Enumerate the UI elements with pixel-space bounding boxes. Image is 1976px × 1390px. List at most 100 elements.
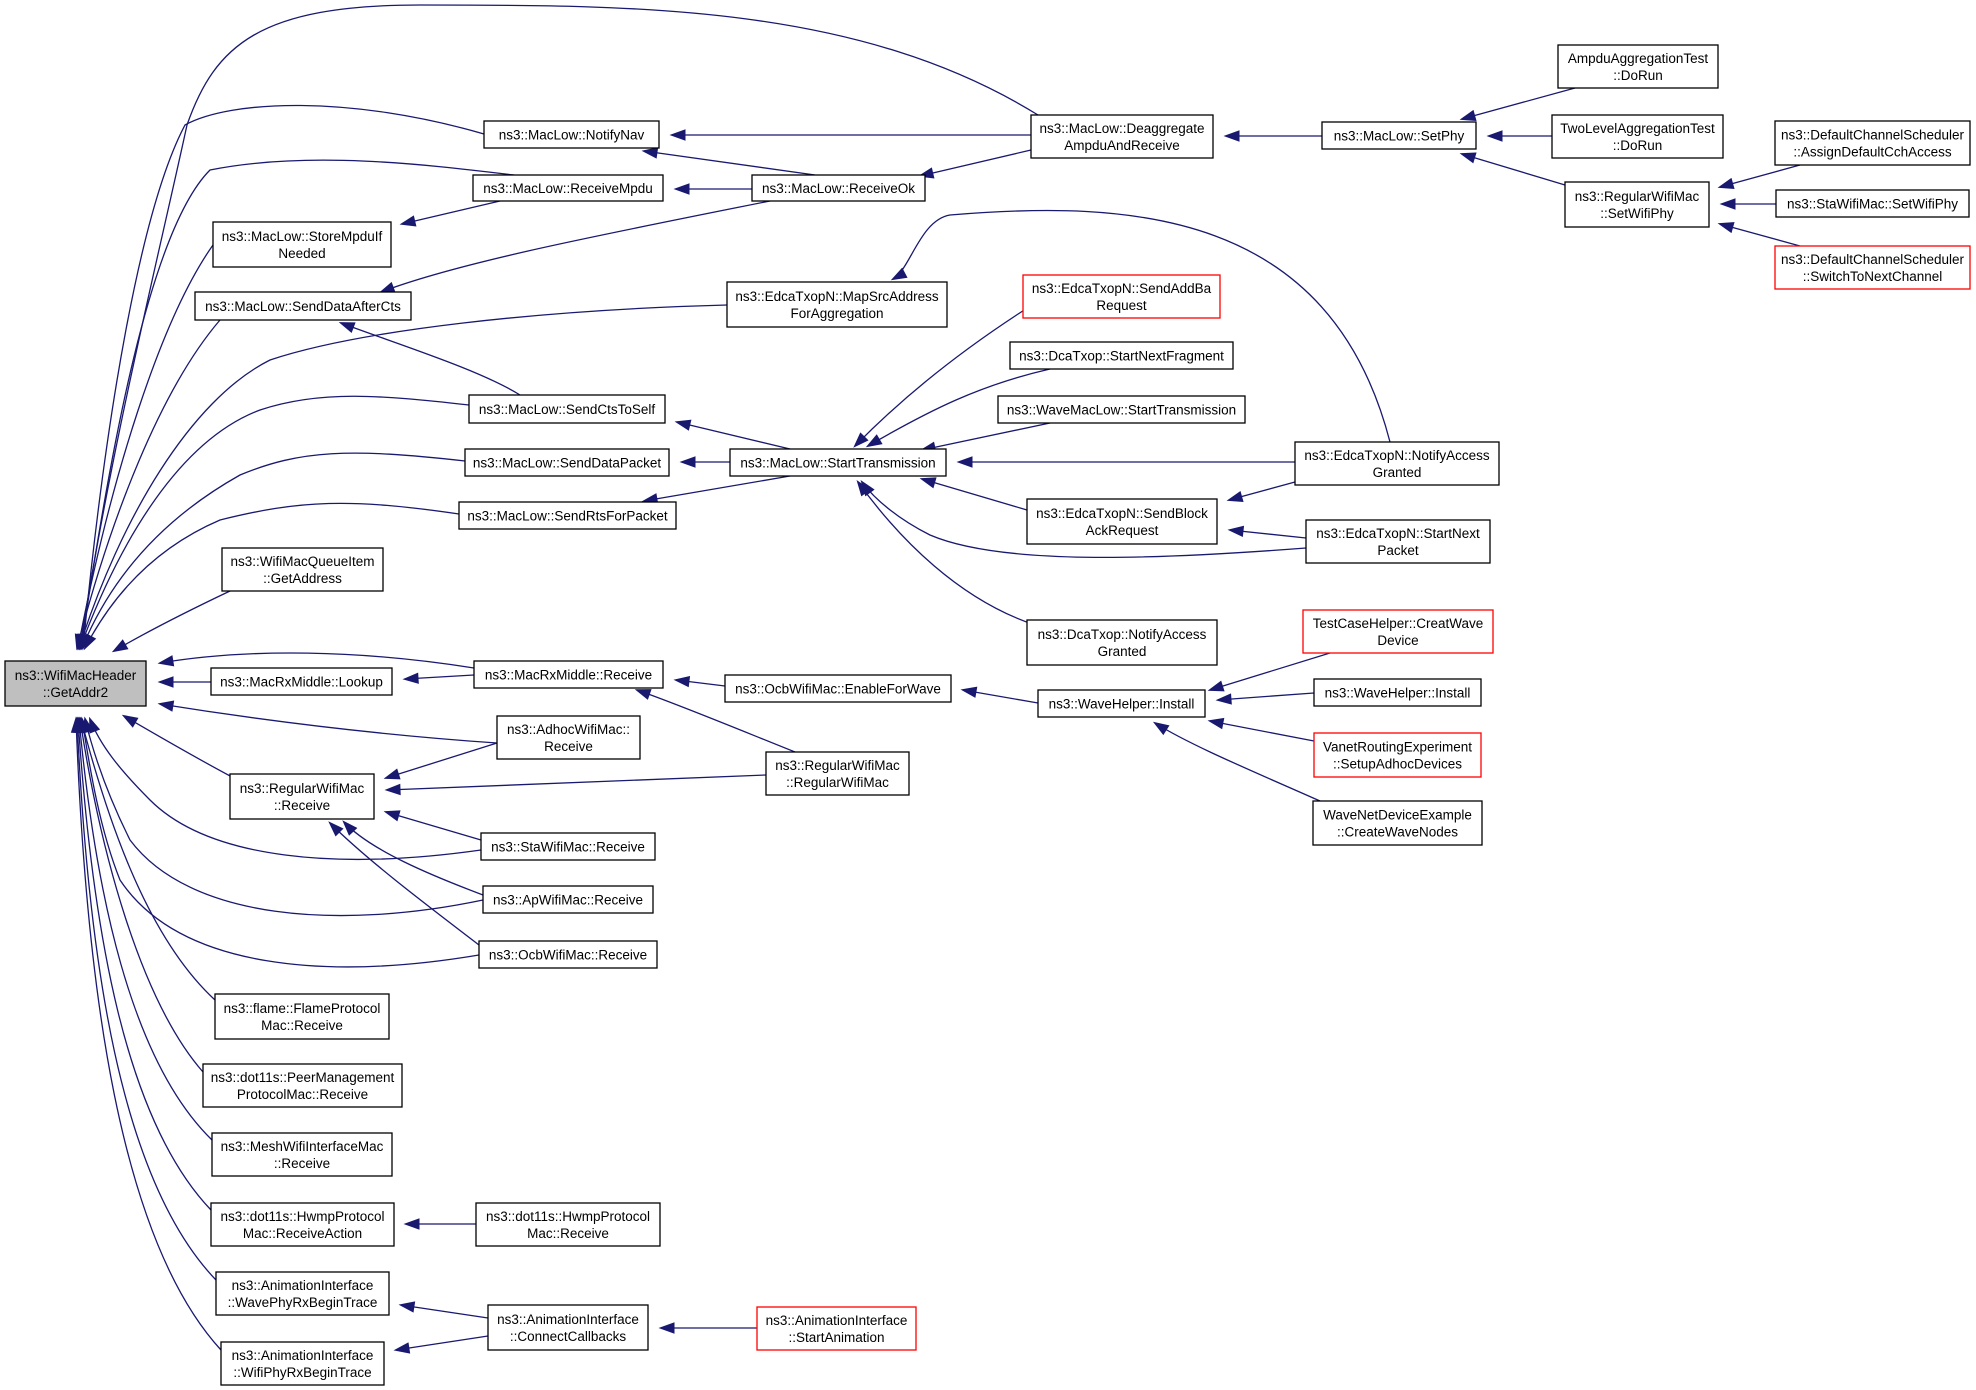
edge-line — [79, 4, 1039, 649]
edge-line — [82, 104, 485, 649]
node-label: Mac::ReceiveAction — [243, 1226, 362, 1241]
arrowhead-icon — [70, 716, 83, 733]
node-peermgmt[interactable]: ns3::dot11s::PeerManagementProtocolMac::… — [202, 1063, 403, 1108]
node-label: ns3::MacLow::SendRtsForPacket — [467, 509, 668, 524]
edge-wavephyrx-to-getaddr2 — [71, 716, 217, 1281]
node-receivempdu[interactable]: ns3::MacLow::ReceiveMpdu — [472, 174, 664, 202]
node-label: ns3::WifiMacQueueItem — [230, 554, 374, 569]
edge-dcsassign-to-regsetwifiphy — [1717, 164, 1801, 189]
edge-wavehelperinstall2-to-wavehelperinstall — [1215, 692, 1315, 705]
node-label: ns3::EdcaTxopN::SendAddBa — [1032, 281, 1212, 296]
node-box — [1302, 609, 1494, 654]
node-wavenetdevice[interactable]: WaveNetDeviceExample::CreateWaveNodes — [1312, 800, 1483, 846]
edge-testcasehelper-to-wavehelperinstall — [1207, 652, 1331, 692]
edge-receivempdu-to-storempdu — [399, 200, 501, 227]
arrowhead-icon — [1717, 177, 1735, 189]
node-box — [1037, 689, 1206, 718]
node-sendrts[interactable]: ns3::MacLow::SendRtsForPacket — [458, 501, 677, 530]
node-box — [1564, 181, 1710, 228]
node-dcastartnextfrag[interactable]: ns3::DcaTxop::StartNextFragment — [1009, 341, 1234, 370]
node-box — [4, 660, 147, 707]
node-senddataaftercts[interactable]: ns3::MacLow::SendDataAfterCts — [194, 291, 412, 321]
node-box — [483, 120, 660, 149]
node-regreceive[interactable]: ns3::RegularWifiMac::Receive — [229, 773, 375, 820]
node-box — [214, 993, 390, 1040]
node-adhocreceive[interactable]: ns3::AdhocWifiMac::Receive — [496, 715, 641, 760]
node-connectcallbacks[interactable]: ns3::AnimationInterface::ConnectCallback… — [487, 1304, 649, 1351]
edge-line — [80, 718, 216, 1001]
node-meshwifi[interactable]: ns3::MeshWifiInterfaceMac::Receive — [211, 1132, 393, 1177]
arrowhead-icon — [403, 1218, 420, 1230]
arrowhead-icon — [856, 479, 871, 497]
arrowhead-icon — [383, 810, 401, 822]
node-stasetwifiphy[interactable]: ns3::StaWifiMac::SetWifiPhy — [1775, 189, 1970, 218]
node-mapsrc[interactable]: ns3::EdcaTxopN::MapSrcAddressForAggregat… — [726, 281, 948, 328]
node-notifynav[interactable]: ns3::MacLow::NotifyNav — [483, 120, 660, 149]
node-wavehelperinstall2[interactable]: ns3::WaveHelper::Install — [1313, 678, 1482, 707]
edge-line — [395, 1335, 489, 1351]
node-senddatapacket[interactable]: ns3::MacLow::SendDataPacket — [464, 448, 670, 477]
arrowhead-icon — [634, 689, 652, 700]
node-ampduaggtest[interactable]: AmpduAggregationTest::DoRun — [1557, 44, 1719, 89]
arrowhead-icon — [402, 672, 419, 684]
node-label: AmpduAggregationTest — [1568, 51, 1709, 66]
node-label: AmpduAndReceive — [1064, 138, 1180, 153]
edge-line — [636, 689, 796, 753]
node-hwmpaction[interactable]: ns3::dot11s::HwmpProtocolMac::ReceiveAct… — [210, 1202, 395, 1247]
node-queueitem[interactable]: ns3::WifiMacQueueItem::GetAddress — [221, 547, 384, 592]
node-box — [1774, 245, 1971, 290]
node-apreceive[interactable]: ns3::ApWifiMac::Receive — [482, 885, 654, 914]
node-dcsassign[interactable]: ns3::DefaultChannelScheduler::AssignDefa… — [1774, 120, 1971, 166]
node-regsetwifiphy[interactable]: ns3::RegularWifiMac::SetWifiPhy — [1564, 181, 1710, 228]
edge-line — [400, 1304, 489, 1319]
edge-line — [643, 150, 816, 176]
node-dcsswitch[interactable]: ns3::DefaultChannelScheduler::SwitchToNe… — [1774, 245, 1971, 290]
node-startanimation[interactable]: ns3::AnimationInterface::StartAnimation — [756, 1306, 917, 1351]
edge-rxmiddlereceive-to-rxmiddlelookup — [402, 672, 475, 684]
edge-edcanotifyaccess-to-sendblockack — [1226, 481, 1296, 502]
node-wavehelperinstall[interactable]: ns3::WaveHelper::Install — [1037, 689, 1206, 718]
node-stareceive[interactable]: ns3::StaWifiMac::Receive — [480, 832, 656, 861]
edge-mapsrc-to-getaddr2 — [77, 304, 728, 651]
node-rxmiddlelookup[interactable]: ns3::MacRxMiddle::Lookup — [210, 667, 393, 696]
edge-line — [340, 322, 521, 396]
node-wifiphyrx[interactable]: ns3::AnimationInterface::WifiPhyRxBeginT… — [220, 1341, 385, 1386]
node-box — [221, 547, 384, 592]
arrowhead-icon — [328, 821, 344, 837]
edge-setphy-to-deaggregate — [1223, 130, 1322, 142]
edge-wavenetdevice-to-wavehelperinstall — [1152, 721, 1321, 802]
node-vanetrouting[interactable]: VanetRoutingExperiment::SetupAdhocDevice… — [1313, 732, 1482, 778]
node-ocbreceive[interactable]: ns3::OcbWifiMac::Receive — [478, 940, 658, 969]
edge-ocbreceive-to-regreceive — [328, 821, 480, 946]
node-setphy[interactable]: ns3::MacLow::SetPhy — [1321, 121, 1477, 150]
node-sendctstoself[interactable]: ns3::MacLow::SendCtsToSelf — [468, 394, 666, 424]
node-box — [229, 773, 375, 820]
node-box — [1551, 114, 1724, 159]
node-wavephyrx[interactable]: ns3::AnimationInterface::WavePhyRxBeginT… — [215, 1271, 390, 1316]
node-starttx[interactable]: ns3::MacLow::StartTransmission — [729, 448, 947, 477]
arrowhead-icon — [673, 183, 690, 195]
node-label: ns3::MacLow::SendDataAfterCts — [205, 299, 401, 314]
arrowhead-icon — [669, 129, 686, 141]
node-twolevelagg[interactable]: TwoLevelAggregationTest::DoRun — [1551, 114, 1724, 159]
node-rxmiddlereceive[interactable]: ns3::MacRxMiddle::Receive — [473, 660, 664, 689]
node-regctor[interactable]: ns3::RegularWifiMac::RegularWifiMac — [765, 751, 910, 796]
node-label: ns3::WaveMacLow::StartTransmission — [1007, 403, 1236, 418]
node-receiveok[interactable]: ns3::MacLow::ReceiveOk — [751, 174, 926, 202]
arrowhead-icon — [956, 456, 973, 468]
node-ocbenable[interactable]: ns3::OcbWifiMac::EnableForWave — [724, 674, 952, 703]
edge-line — [1209, 720, 1315, 742]
node-box — [468, 394, 666, 424]
node-label: Mac::Receive — [261, 1018, 343, 1033]
node-wavemaclowstart[interactable]: ns3::WaveMacLow::StartTransmission — [997, 395, 1246, 424]
